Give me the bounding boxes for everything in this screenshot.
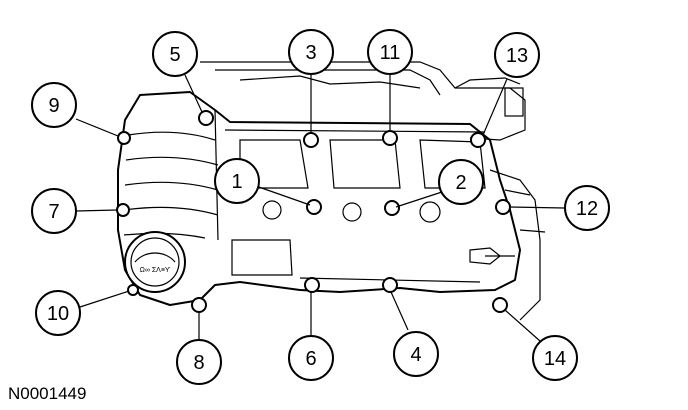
callout-6: 6 (288, 335, 334, 381)
bolt-14 (492, 297, 508, 313)
bolt-3 (303, 132, 319, 148)
leader-lines (75, 72, 565, 342)
callout-14: 14 (532, 335, 578, 381)
callout-number: 14 (544, 348, 566, 370)
bolt-7 (116, 203, 130, 217)
callout-number: 8 (193, 352, 204, 374)
cap-label: Ω∞ ΣΛ≡ϒ (140, 267, 171, 274)
callout-number: 10 (47, 303, 69, 325)
callout-circle (367, 29, 413, 75)
callout-circle (214, 158, 260, 204)
callout-number: 11 (380, 42, 401, 64)
callout-4: 4 (393, 331, 439, 377)
bolt-13 (470, 132, 486, 148)
figure-id: N0001449 (8, 384, 86, 403)
callout-11: 11 (367, 29, 413, 75)
bolts (116, 110, 511, 313)
callout-8: 8 (176, 339, 222, 385)
bolt-6 (304, 277, 320, 293)
callout-number: 4 (410, 344, 421, 366)
callout-number: 5 (169, 44, 180, 66)
bolt-12 (495, 199, 511, 215)
callout-9: 9 (31, 82, 77, 128)
callout-circle (35, 290, 81, 336)
callout-number: 2 (455, 172, 466, 194)
bolt-4 (382, 277, 398, 293)
bolt-2 (384, 200, 400, 216)
callout-circle (31, 188, 77, 234)
callout-circle (31, 82, 77, 128)
callout-1: 1 (214, 158, 260, 204)
bolt-1 (306, 199, 322, 215)
bolt-10 (127, 284, 139, 296)
callout-circle (494, 32, 540, 78)
callout-10: 10 (35, 290, 81, 336)
callout-circle (564, 185, 610, 231)
bolt-5 (198, 110, 214, 126)
callout-circle (152, 31, 198, 77)
callout-circle (438, 159, 484, 205)
callout-circle (176, 339, 222, 385)
callout-5: 5 (152, 31, 198, 77)
callout-number: 13 (506, 45, 528, 67)
callout-13: 13 (494, 32, 540, 78)
callout-7: 7 (31, 188, 77, 234)
callout-3: 3 (288, 29, 334, 75)
bolt-8 (191, 297, 207, 313)
bolt-9 (117, 131, 131, 145)
callout-circle (288, 335, 334, 381)
callout-2: 2 (438, 159, 484, 205)
oil-filler-cap: Ω∞ ΣΛ≡ϒ (124, 231, 186, 293)
callout-circle (532, 335, 578, 381)
callout-circle (288, 29, 334, 75)
callout-number: 1 (231, 171, 242, 193)
callout-circle (393, 331, 439, 377)
callout-number: 3 (305, 42, 316, 64)
callout-number: 9 (48, 95, 59, 117)
bolt-11 (382, 130, 398, 146)
callout-12: 12 (564, 185, 610, 231)
callout-number: 7 (48, 201, 59, 223)
callouts: 1 2 3 4 5 6 7 8 9 10 11 12 13 14 (31, 29, 610, 385)
callout-number: 6 (305, 348, 316, 370)
callout-number: 12 (576, 198, 598, 220)
